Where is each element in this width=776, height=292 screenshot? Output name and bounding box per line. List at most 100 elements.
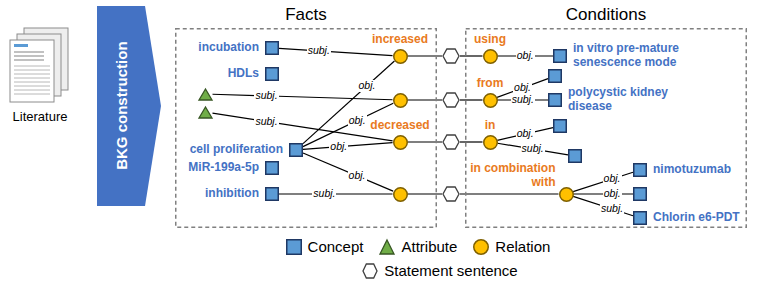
edge-label: obj. [603, 173, 622, 185]
concept-square-outline [633, 163, 647, 177]
legend-item: Relation [473, 238, 550, 256]
concept-square-outline [265, 161, 279, 175]
paper-text-line [14, 70, 50, 71]
arrow-body [97, 6, 161, 206]
triangle-outline [199, 107, 212, 118]
concept-square-outline [265, 41, 279, 55]
statement-hexagon [442, 134, 460, 150]
relation-circle-outline [393, 49, 408, 64]
paper-text-line [14, 66, 50, 67]
concept-square [568, 149, 582, 163]
concept-square: polycystic kidney disease [548, 93, 562, 107]
statement-hexagon [442, 92, 460, 108]
dashed-border [176, 29, 437, 228]
relation-label: decreased [370, 119, 429, 133]
hexagon-outline [443, 49, 459, 63]
square-outline [266, 162, 279, 175]
square-outline [266, 42, 279, 55]
square-outline [266, 68, 279, 81]
relation-circle-outline [483, 135, 498, 150]
square-outline [634, 212, 647, 225]
concept-label: Chlorin e6-PDT [653, 211, 740, 225]
triangle-outline [380, 240, 394, 254]
edge-label: subj. [307, 45, 331, 57]
hexagon-outline [363, 264, 377, 278]
edge-label: obj. [348, 115, 367, 127]
concept-square [553, 119, 567, 133]
concept-label: incubation [198, 41, 259, 55]
connector-line [460, 193, 559, 194]
concept-label: HDLs [228, 67, 259, 81]
process-arrow: BKG construction [97, 6, 161, 206]
relation-circle-outline [559, 187, 574, 202]
connector-line [460, 141, 483, 142]
hexagon-outline [443, 135, 459, 149]
relation-circle-outline [483, 49, 498, 64]
legend-item: Attribute [379, 238, 457, 256]
legend-label: Concept [308, 238, 364, 256]
circle-outline [393, 135, 407, 149]
edge-label: subj. [600, 203, 624, 215]
literature-icon-outline [10, 28, 70, 104]
relation-circle: in combination with [559, 187, 574, 202]
circle-outline [393, 49, 407, 63]
edge-label: subj. [254, 116, 278, 128]
concept-square: Chlorin e6-PDT [633, 211, 647, 225]
square-outline [569, 150, 582, 163]
paper-header [14, 44, 28, 47]
edge-label: obj. [358, 80, 377, 92]
paper-text-line [14, 90, 50, 91]
concept-square: nimotuzumab [633, 163, 647, 177]
panel-title: Facts [285, 5, 327, 25]
square-outline [549, 70, 562, 83]
connector-line [408, 193, 443, 194]
relation-label: increased [372, 33, 428, 47]
concept-label: MiR-199a-5p [188, 161, 259, 175]
square-outline [554, 50, 567, 63]
connector-line [460, 99, 483, 100]
paper-text-line [14, 74, 50, 75]
concept-label: cell proliferation [190, 143, 283, 157]
concept-square-outline [568, 149, 582, 163]
circle-outline [483, 135, 497, 149]
circle-outline [559, 187, 573, 201]
concept-square: in vitro pre-mature senescence mode [553, 49, 567, 63]
statement-hexagon [442, 186, 460, 202]
legend-swatch [286, 239, 302, 255]
attribute-triangle-outline [198, 88, 213, 101]
concept-square-outline [265, 187, 279, 201]
concept-square: inhibition [265, 187, 279, 201]
relation-circle: from [483, 93, 498, 108]
statement-hexagon-outline [442, 186, 460, 202]
dashed-border [466, 29, 747, 228]
paper-text-line [14, 59, 44, 60]
legend-swatch [362, 263, 378, 279]
circle-outline [483, 49, 497, 63]
edge-label: obj. [516, 50, 535, 62]
concept-square-outline [289, 143, 303, 157]
concept-square-outline [553, 119, 567, 133]
relation-circle: increased [393, 49, 408, 64]
connector-line [279, 48, 393, 55]
concept-label: nimotuzumab [653, 163, 731, 177]
edge-label: subj. [254, 90, 278, 102]
concept-label: in vitro pre-mature senescence mode [573, 42, 698, 70]
square-outline [266, 188, 279, 201]
paper-text-line [14, 86, 50, 87]
relation-circle-outline [483, 93, 498, 108]
concept-square [548, 69, 562, 83]
concept-square: HDLs [265, 67, 279, 81]
concept-square-outline [548, 93, 562, 107]
statement-hexagon-outline [442, 134, 460, 150]
relation-label: from [477, 77, 504, 91]
relation-circle [393, 187, 408, 202]
concept-square: incubation [265, 41, 279, 55]
hexagon-outline [443, 187, 459, 201]
edge-label: obj. [513, 82, 532, 94]
circle-outline [474, 240, 489, 255]
icon-label: Literature [13, 110, 68, 125]
relation-circle-outline [393, 93, 408, 108]
relation-label: using [474, 33, 506, 47]
relation-circle [393, 93, 408, 108]
